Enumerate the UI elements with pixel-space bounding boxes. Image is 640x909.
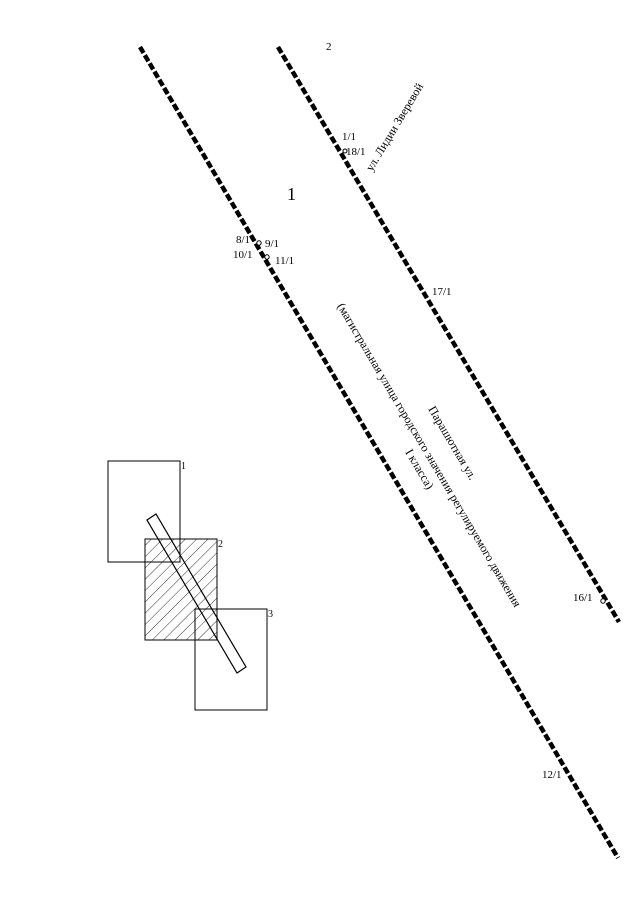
diagonal-strip: [146, 513, 247, 674]
point-label-10-1: 10/1: [233, 249, 253, 261]
plot-box-2: [144, 538, 218, 641]
boundary-line-west: [138, 45, 620, 860]
point-marker-18-1: [342, 148, 348, 154]
plot-box-3: [194, 608, 268, 711]
point-label-12-1: 12/1: [542, 769, 562, 781]
point-label-16-1: 16/1: [573, 592, 593, 604]
zone-label-1: 1: [287, 184, 296, 204]
point-label-11-1: 11/1: [275, 255, 294, 267]
box-label-2: 2: [218, 539, 223, 550]
point-marker-11-1: [264, 254, 270, 260]
zone-label-2: 2: [326, 41, 332, 53]
box-label-3: 3: [268, 609, 273, 620]
point-marker-16-1: [600, 598, 606, 604]
point-label-17-1: 17/1: [432, 286, 452, 298]
street-label-parashyutnaya-desc: (магистральная улица городского значения…: [334, 300, 524, 609]
point-marker-9-1: [256, 240, 262, 246]
point-label-1-1: 1/1: [342, 131, 356, 143]
street-label-zvereva: ул. Лидии Зверевой: [363, 80, 427, 174]
point-label-9-1: 9/1: [265, 238, 279, 250]
point-label-18-1: 18/1: [346, 146, 366, 158]
box-label-1: 1: [181, 461, 186, 472]
plot-box-1: [107, 460, 181, 563]
point-label-8-1: 8/1: [236, 234, 250, 246]
boundary-line-east: [276, 45, 621, 624]
